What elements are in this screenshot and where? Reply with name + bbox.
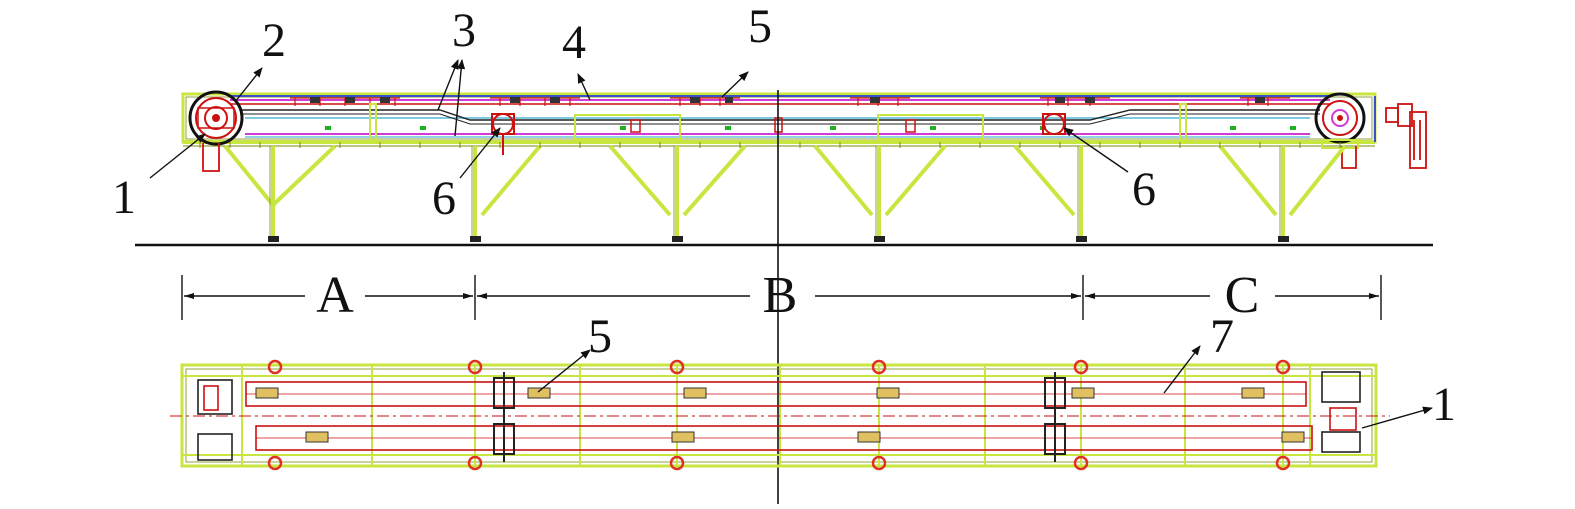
callout-5-bottom: 5 [588, 310, 612, 363]
plan-view [170, 359, 1390, 471]
callout-2: 2 [262, 14, 286, 67]
plan-carriers [255, 387, 1305, 443]
green-markers [325, 126, 1296, 130]
left-drive-sprocket [188, 90, 244, 172]
plan-leg-markers [267, 359, 1291, 471]
callout-6-right: 6 [1132, 163, 1156, 216]
tensioner-left [491, 113, 515, 155]
callout-1-right: 1 [1432, 378, 1456, 431]
right-drive-sprocket [1314, 92, 1366, 169]
tensioner-right [1042, 113, 1066, 135]
callout-4: 4 [562, 16, 586, 69]
drive-motor [1385, 103, 1427, 169]
callout-6-left: 6 [432, 172, 456, 225]
plan-tracks [245, 381, 1313, 451]
plan-right-drive [1321, 371, 1361, 453]
section-label-c: C [1225, 267, 1260, 324]
callout-3: 3 [452, 4, 476, 57]
frame-ticks [199, 142, 1341, 148]
belt-lines [230, 95, 1376, 142]
section-label-a: A [316, 267, 354, 324]
callout-1-left: 1 [112, 171, 136, 224]
support-legs [223, 144, 1347, 236]
support-legs-outline [269, 146, 1281, 236]
side-view [135, 90, 1433, 504]
callout-leaders [149, 59, 1433, 429]
section-label-b: B [763, 267, 798, 324]
callout-7: 7 [1210, 310, 1234, 363]
plan-tensioners [493, 372, 1066, 462]
plan-left-drive [197, 379, 233, 461]
carrier-blocks [310, 97, 1265, 103]
callout-5-top: 5 [748, 0, 772, 53]
mid-frame-windows [369, 103, 1187, 141]
leg-feet [268, 236, 1289, 242]
section-dimensions [181, 275, 1382, 320]
